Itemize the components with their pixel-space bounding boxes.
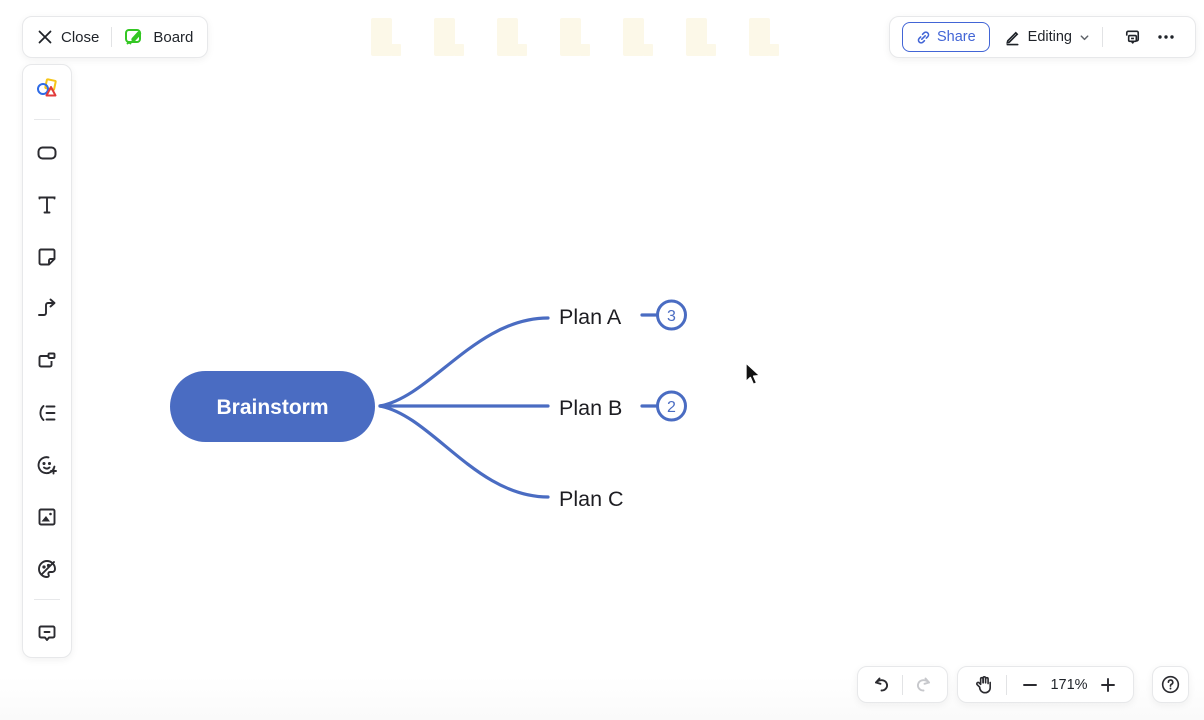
topbar-right: Share Editing: [888, 16, 1196, 58]
undo-icon: [871, 675, 891, 695]
divider: [902, 674, 903, 695]
minus-icon: [1021, 676, 1039, 694]
text-icon: [35, 193, 59, 217]
help-icon: [1160, 674, 1181, 695]
frame-icon: [35, 349, 59, 373]
sticky-note-icon: [35, 245, 59, 269]
faded-shape: [749, 18, 779, 56]
faded-shape: [560, 18, 590, 56]
theme-tool-button[interactable]: [27, 549, 67, 589]
share-label: Share: [936, 29, 976, 45]
faded-shape: [686, 18, 716, 56]
more-menu-button[interactable]: [1149, 20, 1183, 54]
comments-panel-icon: [1122, 27, 1143, 48]
zoom-level[interactable]: 171%: [1050, 676, 1088, 693]
image-icon: [35, 505, 59, 529]
share-button[interactable]: Share: [901, 22, 990, 52]
link-icon: [916, 30, 931, 45]
close-label: Close: [61, 28, 100, 46]
faded-shape: [371, 18, 401, 56]
close-icon: [37, 29, 53, 45]
connector-tool-button[interactable]: [27, 289, 67, 329]
ellipsis-icon: [1156, 27, 1176, 47]
hand-icon: [973, 674, 994, 695]
comments-panel-button[interactable]: [1115, 20, 1149, 54]
chevron-down-icon: [1079, 32, 1090, 43]
frame-tool-button[interactable]: [27, 341, 67, 381]
plus-icon: [1099, 676, 1117, 694]
faded-shape: [497, 18, 527, 56]
divider: [34, 119, 60, 120]
help-button[interactable]: [1152, 666, 1189, 703]
comment-tool-button[interactable]: [27, 613, 67, 653]
connector-icon: [35, 297, 59, 321]
divider: [34, 599, 60, 600]
divider: [1102, 27, 1103, 47]
undo-button[interactable]: [864, 668, 898, 702]
sticky-note-tool-button[interactable]: [27, 237, 67, 277]
zoom-controls: 171%: [957, 666, 1134, 703]
close-button[interactable]: Close: [37, 29, 99, 46]
mode-label: Editing: [1027, 29, 1072, 45]
zoom-in-button[interactable]: [1091, 668, 1125, 702]
board-label: Board: [153, 28, 194, 46]
mindmap-icon: [35, 401, 59, 425]
faded-shape: [623, 18, 653, 56]
shapes-library-icon: [34, 76, 60, 102]
tool-sidebar: [22, 64, 72, 658]
mode-selector[interactable]: Editing: [1004, 29, 1090, 46]
emoji-tool-button[interactable]: [27, 445, 67, 485]
shape-tool-button[interactable]: [27, 133, 67, 173]
emoji-icon: [35, 453, 59, 477]
pan-hand-button[interactable]: [966, 668, 1000, 702]
redo-button[interactable]: [907, 668, 941, 702]
redo-icon: [914, 675, 934, 695]
image-tool-button[interactable]: [27, 497, 67, 537]
divider: [111, 27, 113, 47]
theme-palette-icon: [35, 557, 59, 581]
edit-pen-icon: [1004, 29, 1021, 46]
history-controls: [857, 666, 948, 703]
zoom-out-button[interactable]: [1013, 668, 1047, 702]
text-tool-button[interactable]: [27, 185, 67, 225]
shape-icon: [35, 141, 59, 165]
mindmap-tool-button[interactable]: [27, 393, 67, 433]
comment-icon: [35, 621, 59, 645]
topbar-left: Close Board: [22, 16, 209, 58]
board-app-icon: [124, 27, 145, 48]
divider: [1006, 674, 1007, 695]
templates-button[interactable]: [27, 69, 67, 109]
board-app-button[interactable]: Board: [124, 27, 193, 48]
faded-shape: [434, 18, 464, 56]
